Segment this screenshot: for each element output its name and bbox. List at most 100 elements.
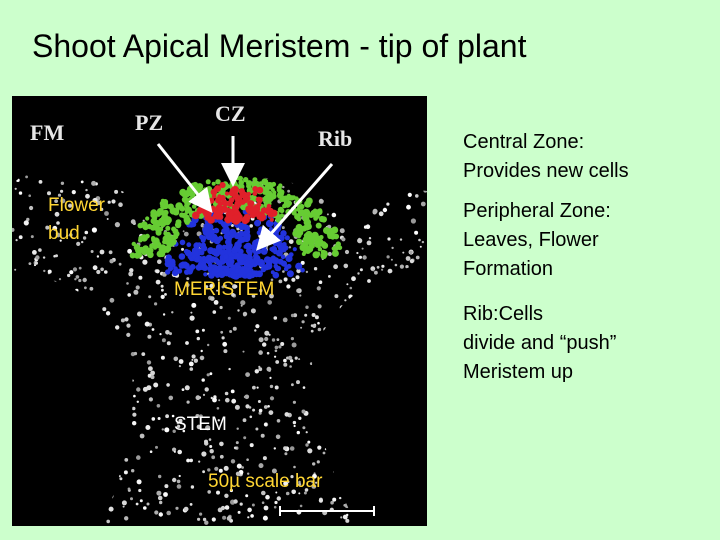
nucleus-dot — [270, 139, 273, 142]
nucleus-dot — [384, 121, 388, 125]
nucleus-dot — [289, 446, 295, 451]
nucleus-dot — [206, 373, 210, 377]
nucleus-dot — [341, 237, 346, 242]
nucleus-dot — [12, 457, 16, 461]
zone-cell — [303, 224, 310, 231]
nucleus-dot — [59, 359, 62, 363]
nucleus-dot — [47, 191, 51, 196]
nucleus-dot — [418, 299, 422, 303]
nucleus-dot — [151, 172, 155, 176]
nucleus-dot — [393, 442, 396, 445]
nucleus-dot — [397, 479, 402, 484]
nucleus-dot — [95, 364, 100, 369]
nucleus-dot — [109, 259, 114, 264]
nucleus-dot — [143, 506, 147, 510]
zone-cell — [172, 209, 180, 216]
zone-cell — [179, 205, 184, 210]
zone-cell — [255, 248, 262, 255]
nucleus-dot — [399, 238, 403, 241]
nucleus-dot — [396, 114, 400, 118]
nucleus-dot — [359, 268, 363, 272]
zone-cell — [266, 258, 273, 266]
nucleus-dot — [250, 308, 256, 314]
nucleus-dot — [51, 325, 55, 329]
nucleus-dot — [87, 465, 90, 468]
nucleus-dot — [95, 109, 97, 111]
nucleus-dot — [201, 378, 205, 382]
nucleus-dot — [51, 409, 56, 415]
nucleus-dot — [380, 477, 384, 481]
nucleus-dot — [107, 455, 111, 459]
nucleus-dot — [51, 455, 55, 459]
nucleus-dot — [172, 447, 177, 452]
nucleus-dot — [422, 182, 427, 187]
zone-cell — [247, 251, 253, 256]
nucleus-dot — [172, 429, 176, 433]
zone-cell — [208, 211, 212, 216]
nucleus-dot — [387, 237, 391, 241]
nucleus-dot — [84, 230, 89, 235]
nucleus-dot — [155, 279, 161, 285]
nucleus-dot — [255, 427, 259, 431]
zone-cell — [215, 205, 221, 210]
nucleus-dot — [101, 508, 106, 513]
nucleus-dot — [60, 198, 66, 204]
nucleus-dot — [41, 357, 45, 360]
nucleus-dot — [207, 343, 210, 347]
zone-cell — [159, 244, 167, 252]
nucleus-dot — [98, 506, 101, 509]
nucleus-dot — [221, 168, 223, 170]
nucleus-dot — [343, 188, 347, 191]
nucleus-dot — [413, 160, 417, 164]
nucleus-dot — [200, 349, 203, 353]
nucleus-dot — [34, 114, 36, 116]
nucleus-dot — [277, 163, 282, 168]
nucleus-dot — [265, 494, 270, 500]
nucleus-dot — [181, 247, 184, 251]
nucleus-dot — [319, 397, 323, 401]
nucleus-dot — [301, 409, 306, 414]
zone-cell — [146, 249, 153, 257]
nucleus-dot — [17, 491, 21, 495]
nucleus-dot — [183, 133, 186, 136]
zone-cell — [252, 191, 258, 196]
zone-cell — [312, 209, 319, 216]
nucleus-dot — [323, 327, 328, 332]
nucleus-dot — [266, 99, 271, 104]
zone-cell — [240, 203, 247, 211]
nucleus-dot — [29, 408, 35, 414]
nucleus-dot — [346, 318, 349, 321]
nucleus-dot — [83, 457, 87, 462]
nucleus-dot — [48, 457, 53, 462]
nucleus-dot — [69, 233, 73, 237]
nucleus-dot — [137, 154, 139, 156]
nucleus-dot — [91, 227, 97, 233]
nucleus-dot — [410, 298, 413, 301]
slide-title: Shoot Apical Meristem - tip of plant — [32, 28, 527, 64]
nucleus-dot — [70, 385, 74, 389]
nucleus-dot — [218, 468, 223, 473]
nucleus-dot — [198, 460, 201, 463]
zone-cell — [303, 233, 309, 239]
nucleus-dot — [124, 471, 128, 474]
nucleus-dot — [341, 337, 346, 342]
nucleus-dot — [107, 323, 110, 327]
nucleus-dot — [406, 111, 408, 113]
zone-cell — [129, 252, 136, 259]
nucleus-dot — [35, 255, 40, 260]
nucleus-dot — [111, 107, 115, 111]
nucleus-dot — [70, 509, 73, 512]
nucleus-dot — [76, 344, 81, 349]
nucleus-dot — [221, 336, 225, 340]
zone-cell — [232, 245, 240, 253]
nucleus-dot — [190, 485, 195, 489]
zone-cell — [205, 198, 211, 203]
nucleus-dot — [415, 255, 420, 260]
nucleus-dot — [413, 280, 417, 285]
nucleus-dot — [241, 466, 245, 469]
nucleus-dot — [129, 268, 134, 273]
nucleus-dot — [267, 300, 272, 305]
nucleus-dot — [381, 425, 386, 430]
nucleus-dot — [171, 414, 175, 418]
nucleus-dot — [372, 269, 375, 272]
